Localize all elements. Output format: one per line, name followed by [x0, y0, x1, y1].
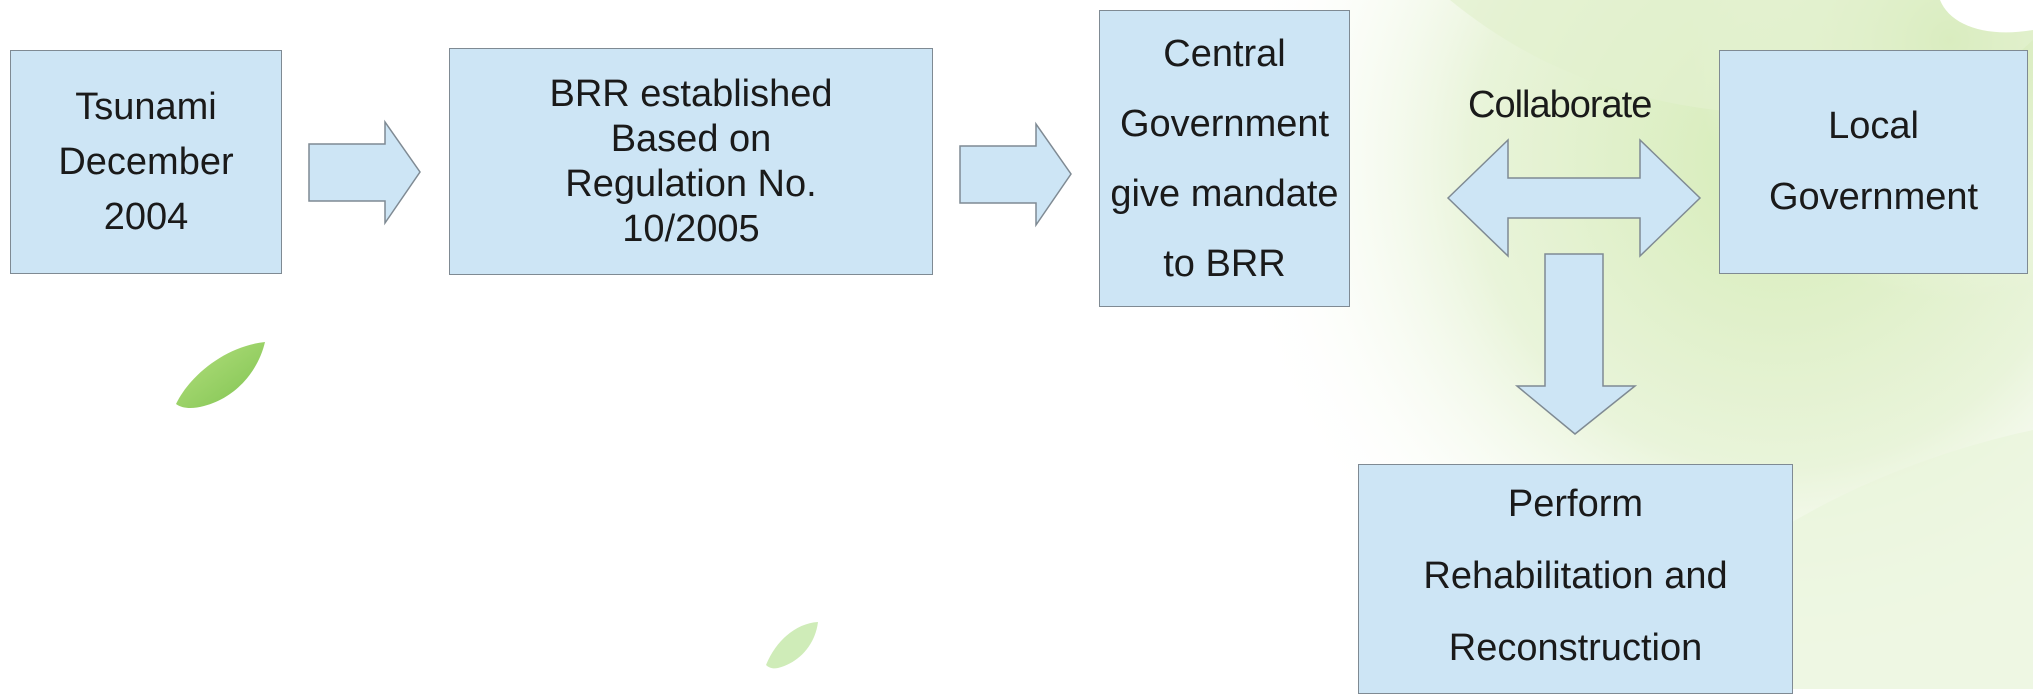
- node-central-line-2: Government: [1119, 102, 1330, 145]
- node-central-government: Central Government give mandate to BRR: [1099, 10, 1350, 307]
- node-brr-line-2: Based on: [610, 117, 772, 160]
- node-central-line-4: to BRR: [1163, 242, 1286, 285]
- node-brr-line-3: Regulation No.: [565, 162, 817, 205]
- node-brr-line-4: 10/2005: [622, 207, 760, 250]
- node-perform-rehabilitation: Perform Rehabilitation and Reconstructio…: [1358, 464, 1793, 694]
- node-perform-line-3: Reconstruction: [1448, 627, 1703, 669]
- node-brr-line-1: BRR established: [549, 72, 833, 115]
- arrow-double-horizontal: [1446, 138, 1702, 258]
- node-tsunami-line-1: Tsunami: [75, 85, 217, 128]
- edge-label-collaborate: Collaborate: [1468, 84, 1652, 126]
- node-local-line-1: Local: [1828, 105, 1919, 147]
- node-central-line-3: give mandate: [1110, 172, 1339, 215]
- arrow-right-1: [308, 119, 421, 226]
- node-perform-line-2: Rehabilitation and: [1423, 555, 1728, 597]
- node-tsunami-line-2: December: [58, 140, 234, 183]
- node-central-line-1: Central: [1163, 32, 1286, 75]
- node-tsunami: Tsunami December 2004: [10, 50, 282, 274]
- node-brr-established: BRR established Based on Regulation No. …: [449, 48, 933, 275]
- leaf-icon: [176, 342, 265, 409]
- node-perform-line-1: Perform: [1507, 483, 1644, 525]
- arrow-down: [1514, 253, 1638, 435]
- node-tsunami-line-3: 2004: [103, 195, 189, 238]
- node-local-government: Local Government: [1719, 50, 2028, 274]
- leaf-icon-small: [766, 622, 818, 669]
- arrow-right-2: [959, 121, 1072, 228]
- node-local-line-2: Government: [1768, 176, 1979, 218]
